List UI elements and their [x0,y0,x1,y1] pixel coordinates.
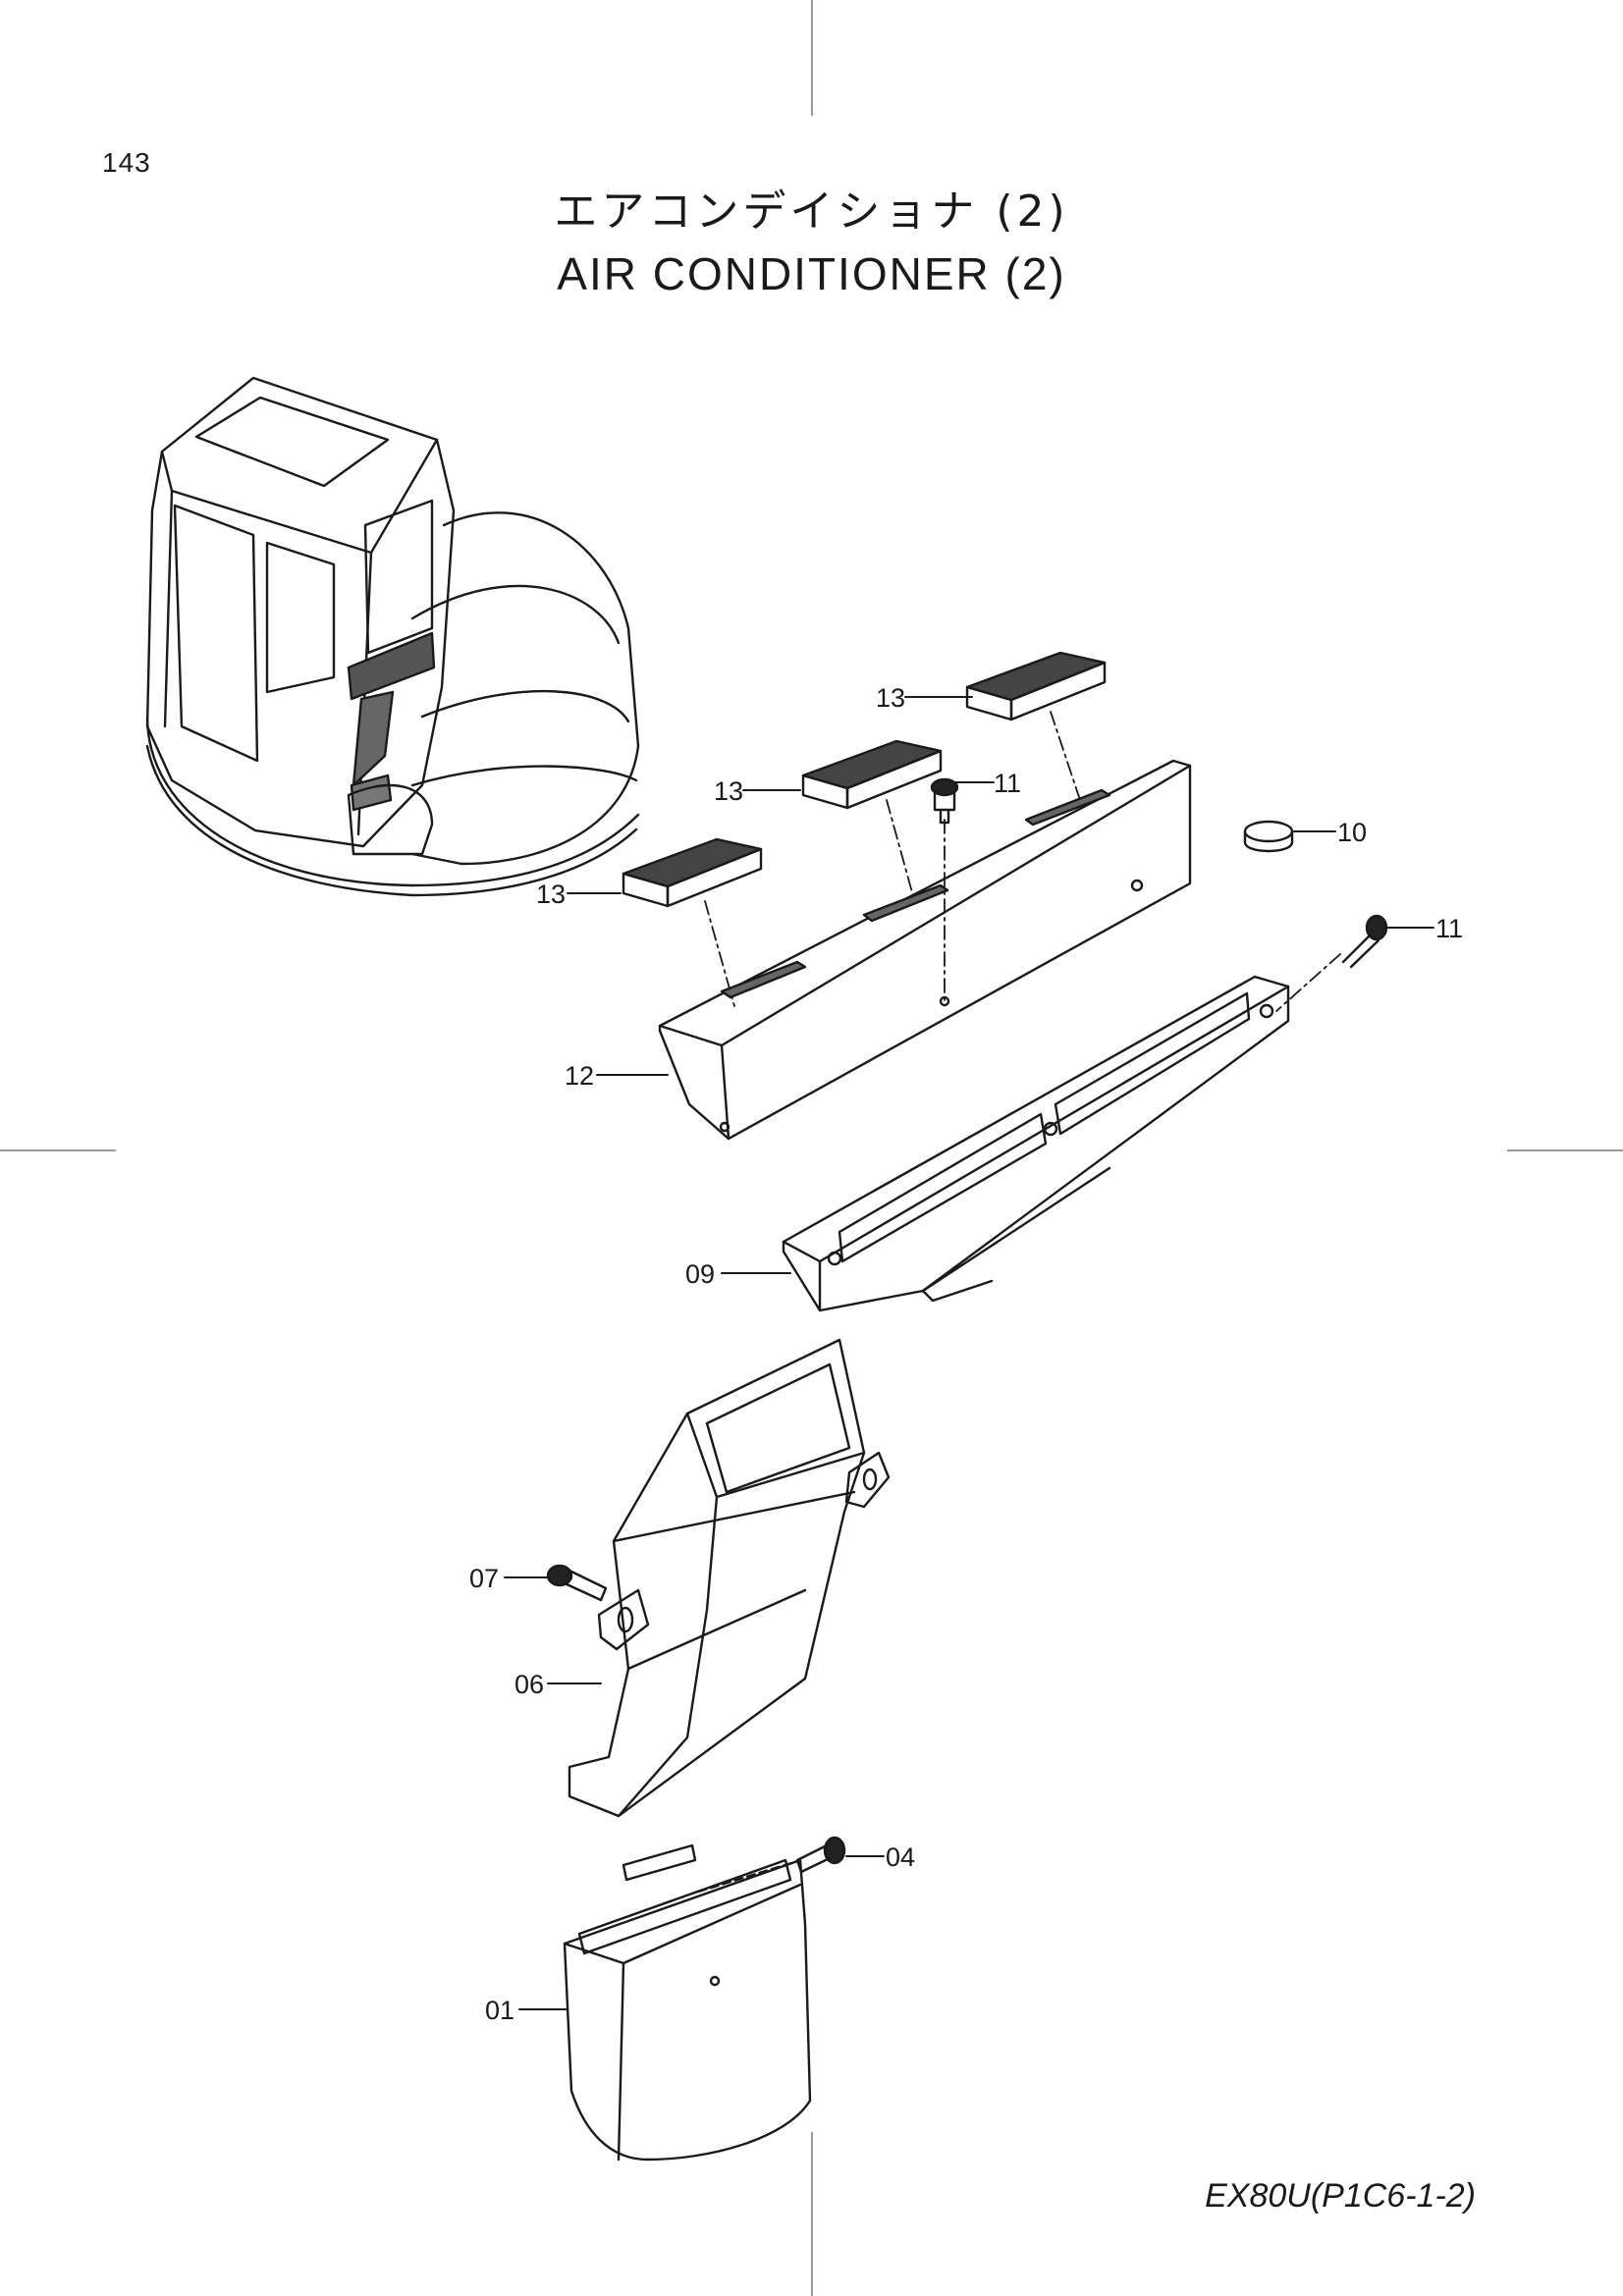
label-part-04: 04 [886,1842,915,1872]
label-part-13-b: 13 [714,776,743,806]
excavator-cab-illustration [145,376,640,897]
page-title-japanese: エアコンデイショナ (2) [554,187,1069,237]
title-block: エアコンデイショナ (2) AIR CONDITIONER (2) [0,182,1623,305]
label-part-07: 07 [469,1564,499,1593]
page-title-english: AIR CONDITIONER (2) [557,248,1066,299]
part-11-screw-side [1341,914,1388,969]
part-07-bolt [546,1564,608,1602]
label-part-09: 09 [685,1259,715,1289]
label-part-11-a: 11 [994,769,1021,798]
part-06-riser-duct [568,1338,891,1818]
part-11-screw-upper [930,777,959,825]
page-number: 143 [102,147,151,178]
part-13-louver-vents [622,651,1107,908]
label-part-10: 10 [1337,818,1367,847]
crop-mark-top [811,0,813,116]
part-09-lower-duct [782,975,1290,1312]
part-12-duct-cover [658,759,1192,1141]
label-part-13-a: 13 [876,683,905,713]
model-code: EX80U(P1C6-1-2) [1205,2177,1476,2215]
crop-mark-right [1507,1149,1623,1151]
part-labels: 13 13 13 11 10 11 12 09 07 06 04 01 [469,683,1463,2025]
label-part-13-c: 13 [536,880,566,909]
leader-lines [504,696,1434,2010]
part-01-bottom-duct [563,1843,812,2162]
part-10-plug [1243,820,1294,853]
crop-mark-bottom [811,2132,813,2296]
label-part-12: 12 [565,1061,594,1091]
label-part-11-b: 11 [1435,914,1463,943]
label-part-01: 01 [485,1996,514,2025]
crop-mark-left [0,1149,116,1151]
label-part-06: 06 [514,1670,544,1699]
